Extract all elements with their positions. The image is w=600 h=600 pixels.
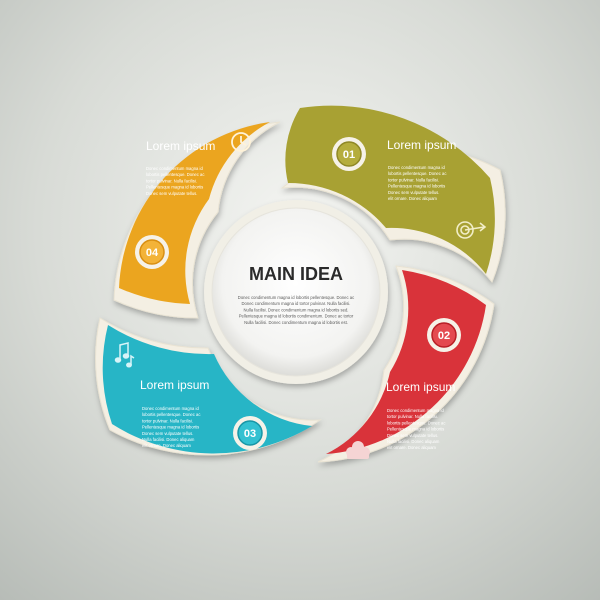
seg4text-line: Donec condimentum magna id: [146, 166, 203, 171]
seg4text-line: Donec sem vulputate tellus.: [146, 191, 197, 196]
centertext-line: Donec condimentum magna id lobortis pell…: [238, 295, 354, 300]
seg4text-line: lobortis pellentesque. Donec ac: [146, 172, 204, 177]
centertext-line: Pellentesque magna id lobortis condiment…: [239, 314, 354, 319]
seg2text-line: Nulla facilisi. Donec aliquam: [387, 439, 440, 444]
seg2text-line: elit ornare. Donec aliquam: [387, 445, 436, 450]
segment-01-title: Lorem ipsum: [387, 138, 456, 152]
segment-02-badge: 02: [427, 318, 461, 352]
seg2text-line: tortor pulvinar. Nulla facilisi.: [387, 414, 438, 419]
segment-04-number: 04: [146, 247, 159, 259]
segment-01-badge: 01: [332, 137, 366, 171]
main-idea-circle[interactable]: MAIN IDEA Donec condimentum magna id lob…: [204, 200, 388, 384]
segment-01-number: 01: [343, 149, 355, 161]
seg3text-line: Nulla facilisi. Donec aliquam: [142, 437, 195, 442]
chef-hat-icon: [346, 441, 370, 459]
segment-04-title: Lorem ipsum: [146, 139, 215, 153]
segment-01[interactable]: Lorem ipsum Donec condimentum magna idlo…: [280, 105, 506, 283]
seg1text-line: elit ornare. Donec aliquam: [388, 196, 437, 201]
seg1text-line: Pellentesque magna id lobortis: [388, 184, 445, 189]
segment-03-badge: 03: [233, 416, 267, 450]
seg2text-line: Donec sem vulputate tellus.: [387, 433, 438, 438]
segment-04[interactable]: Lorem ipsum Donec condimentum magna idlo…: [113, 121, 281, 319]
seg3text-line: Pellentesque magna id lobortis: [142, 425, 199, 430]
music-notes-icon: [114, 342, 135, 368]
seg2text-line: Pellentesque magna id lobortis: [387, 427, 444, 432]
segment-02-title: Lorem ipsum: [386, 380, 455, 394]
segment-02-fill: [326, 270, 486, 454]
seg1text-line: Donec sem vulputate tellus.: [388, 190, 439, 195]
centertext-line: Nulla facilisi. Donec condimentum magna …: [244, 307, 349, 312]
segment-04-badge: 04: [135, 235, 169, 269]
seg3text-line: Donec sem vulputate tellus.: [142, 431, 193, 436]
seg1text-line: Donec condimentum magna id: [388, 165, 445, 170]
centertext-line: Donec condimentum magna id tortor pulvin…: [242, 301, 351, 306]
seg4text-line: Pellentesque magna id lobortis: [146, 185, 203, 190]
seg4text-line: tortor pulvinar. Nulla facilisi.: [146, 178, 197, 183]
clock-icon: [231, 132, 251, 152]
seg1text-line: tortor pulvinar. Nulla facilisi.: [388, 177, 439, 182]
segment-02[interactable]: Lorem ipsum Donec condimentum magna idto…: [317, 265, 495, 463]
segment-02-number: 02: [438, 330, 450, 342]
centertext-line: Nulla facilisi. Donec condimentum magna …: [244, 320, 348, 325]
seg1text-line: lobortis pellentesque. Donec ac: [388, 171, 446, 176]
seg3text-line: elit ornare. Donec aliquam: [142, 443, 191, 448]
segment-03[interactable]: Lorem ipsum Donec condimentum magna idlo…: [95, 317, 322, 456]
main-idea-title: MAIN IDEA: [249, 264, 343, 284]
segment-03-number: 03: [244, 428, 256, 440]
seg2text-line: lobortis pellentesque. Donec ac: [387, 420, 445, 425]
seg3text-line: tortor pulvinar. Nulla facilisi.: [142, 418, 193, 423]
seg3text-line: lobortis pellentesque. Donec ac: [142, 412, 200, 417]
seg2text-line: Donec condimentum magna id: [387, 408, 444, 413]
seg3text-line: Donec condimentum magna id: [142, 406, 199, 411]
main-idea-text: Donec condimentum magna id lobortis pell…: [238, 295, 354, 325]
segment-03-title: Lorem ipsum: [140, 378, 209, 392]
target-icon: [456, 221, 487, 239]
